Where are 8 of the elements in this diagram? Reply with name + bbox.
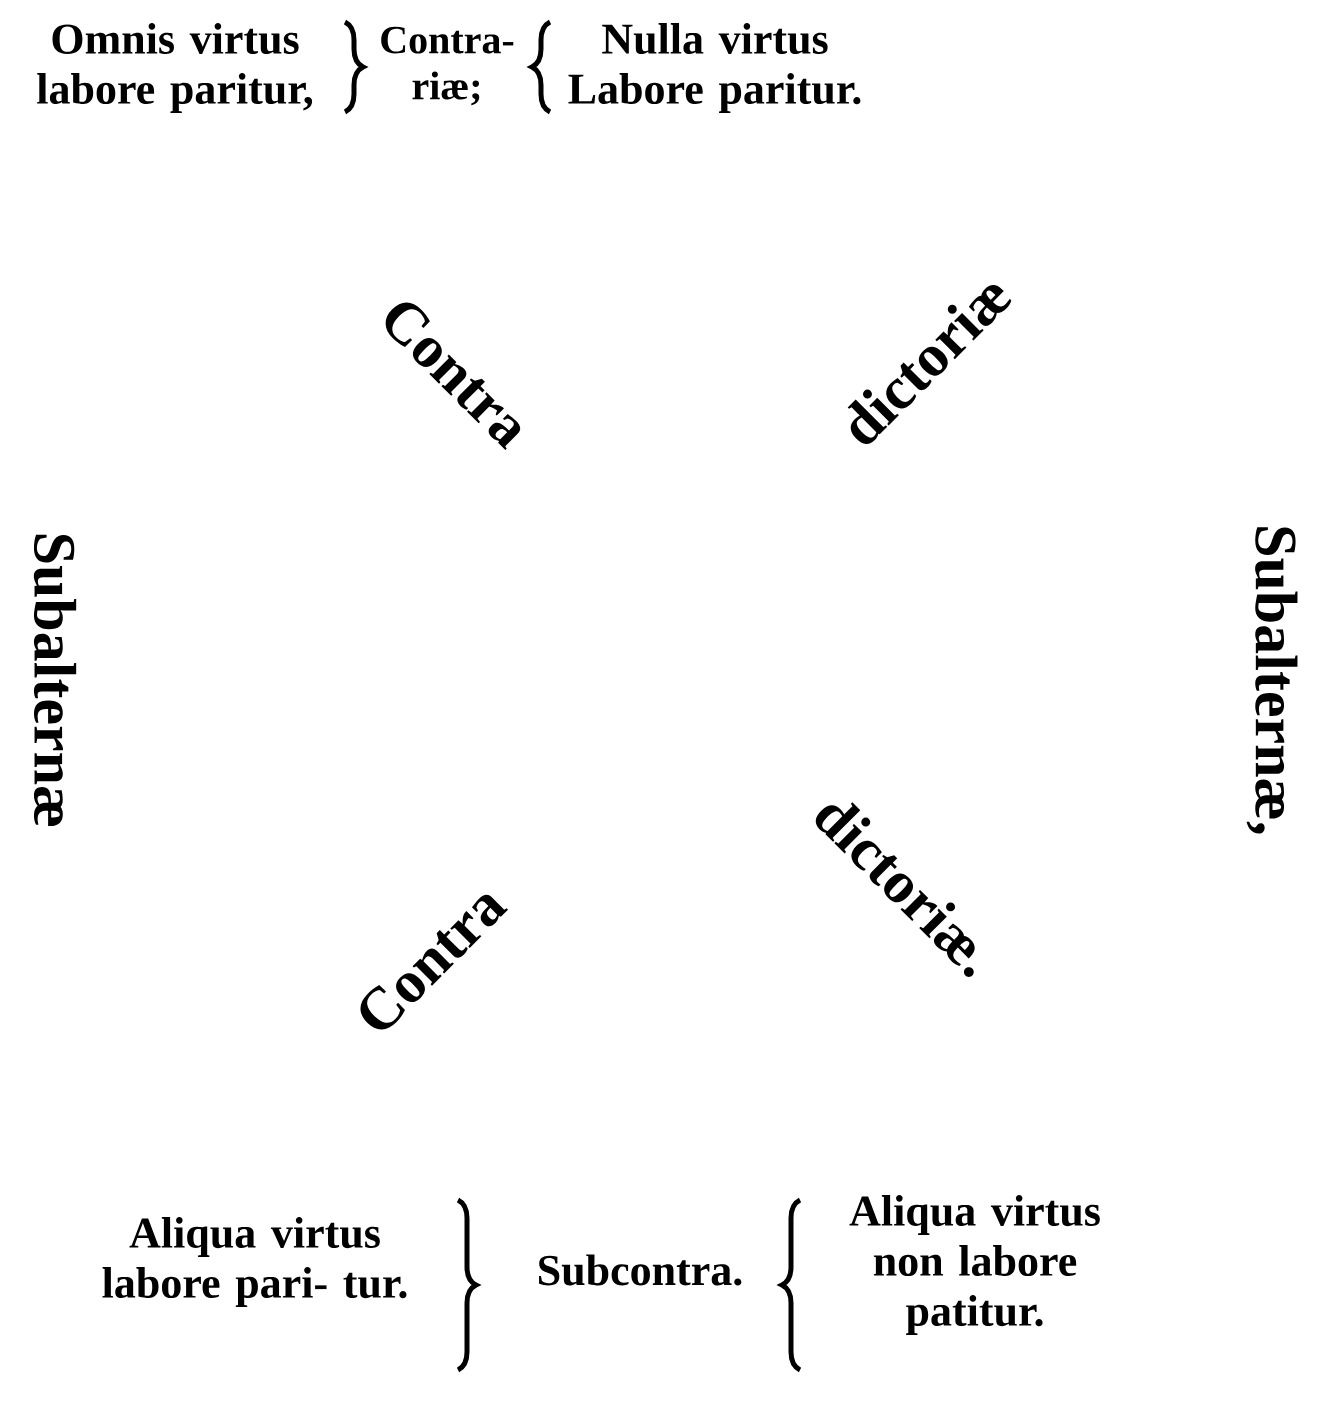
proposition-text: Aliqua virtus labore pari- tur.	[102, 1217, 407, 1307]
relation-label: Subcontra.	[539, 1254, 742, 1286]
relation-label: Subalternæ,	[1246, 527, 1298, 834]
proposition-text: Nulla virtus Labore paritur.	[568, 23, 861, 113]
proposition-text: Omnis virtus labore paritur,	[37, 23, 313, 113]
relation-label: Subalternæ	[33, 534, 77, 827]
proposition-text: Aliqua virtus non labore patitur.	[849, 1195, 1100, 1335]
relation-label: Contra- riæ;	[381, 26, 514, 106]
